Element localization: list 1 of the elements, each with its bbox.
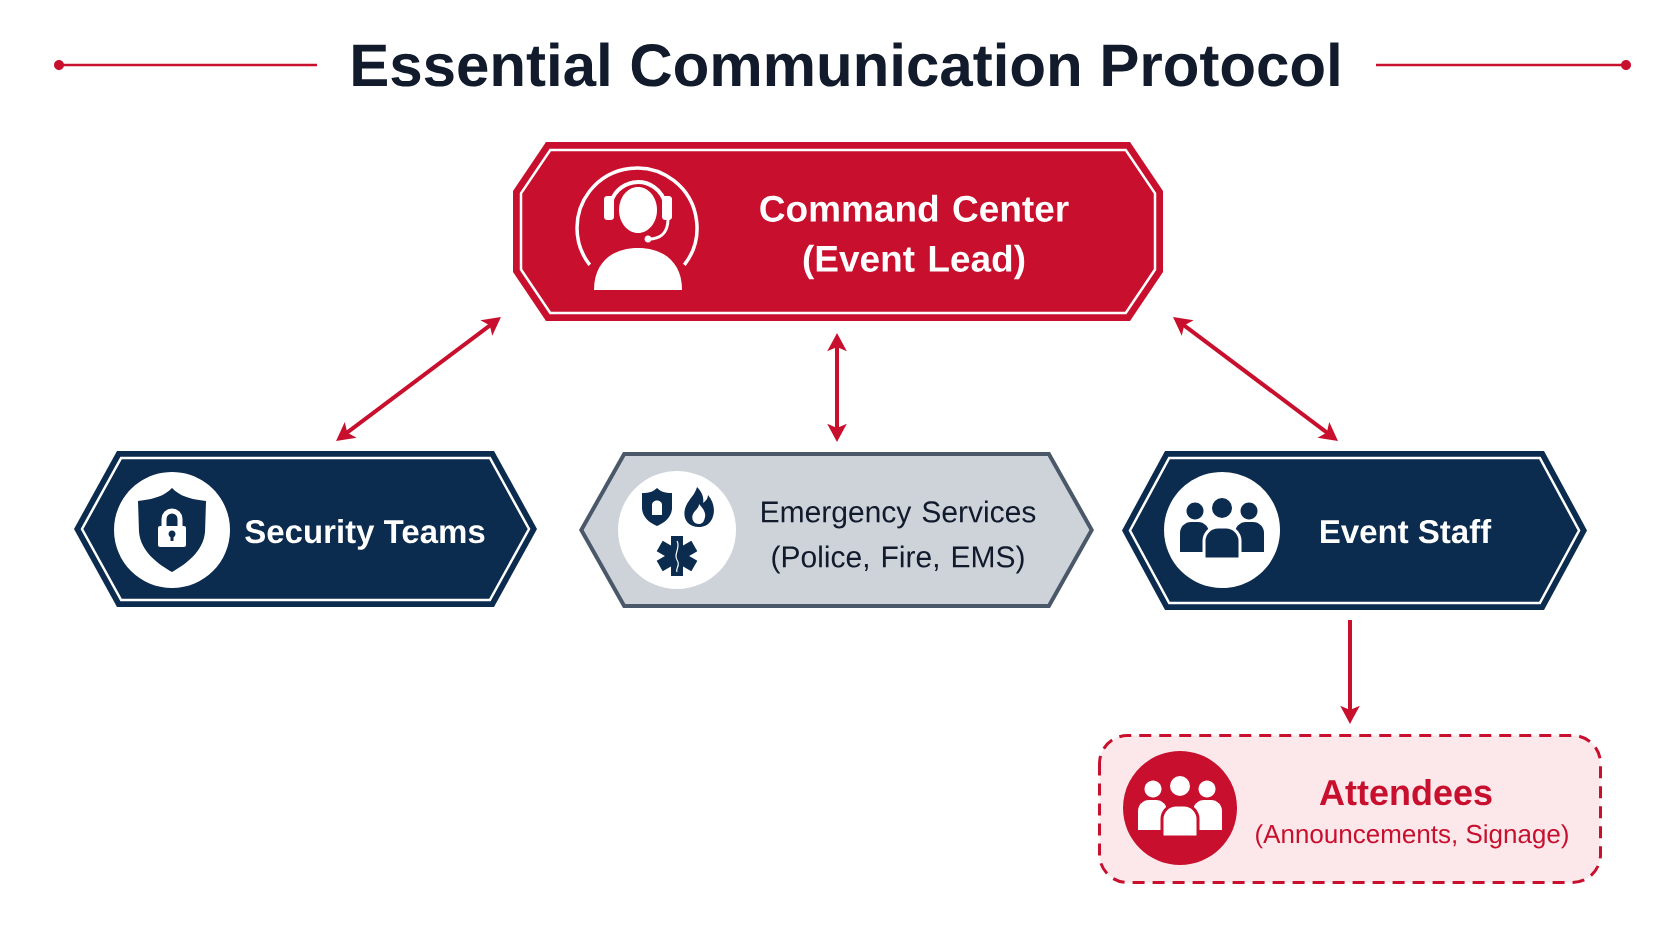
title: Essential Communication Protocol bbox=[353, 42, 1339, 87]
